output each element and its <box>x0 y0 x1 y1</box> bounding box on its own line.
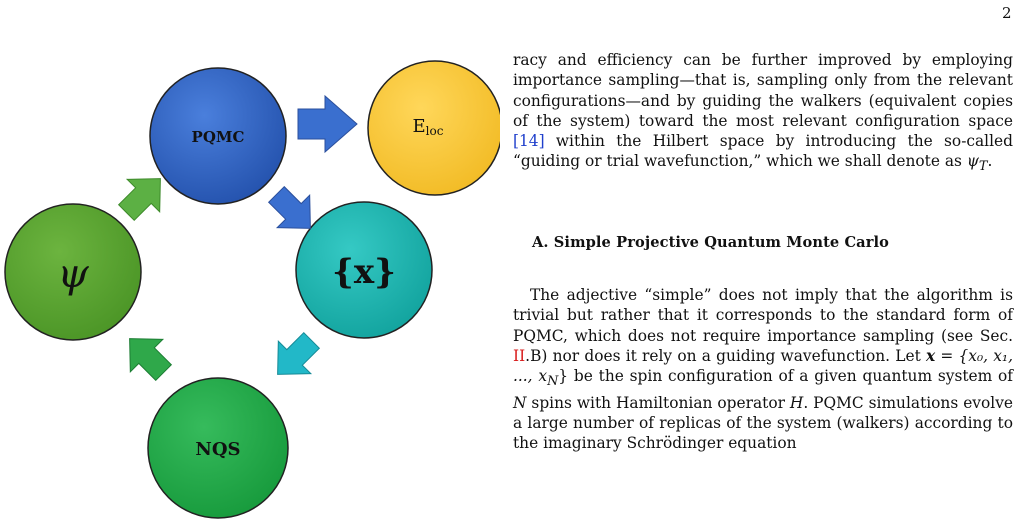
arrow-psi-to-pqmc <box>117 178 161 222</box>
psi-t-subscript: T <box>978 159 988 175</box>
nqs-node <box>147 377 289 519</box>
para2-text-e: . PQMC simulations evolve a large number… <box>513 393 1013 453</box>
eloc-label: Eloc <box>413 116 444 138</box>
symbol-h: H <box>789 393 804 412</box>
spin-config-close: } <box>558 367 569 386</box>
para2-text-d: spins with Hamiltonian operator <box>526 393 790 412</box>
spin-config-x: x <box>925 347 936 366</box>
arrow-pqmc-to-eloc <box>297 94 358 154</box>
section-ref-ii[interactable]: II <box>513 347 526 366</box>
arrow-configs-to-nqs <box>277 331 321 375</box>
pqmc-workflow-diagram: PQMC Eloc {x} NQS ψ <box>4 60 500 519</box>
text-column: racy and efficiency can be further impro… <box>513 50 1013 454</box>
eloc-label-main: E <box>413 116 426 137</box>
page-number: 2 <box>1002 4 1012 22</box>
arrow-nqs-to-psi <box>129 338 173 382</box>
para2-text-b: .B) nor does it rely on a guiding wavefu… <box>525 347 926 366</box>
psi-label: ψ <box>57 251 89 297</box>
spin-config-set: = {x₀, x₁, ..., x <box>513 347 1013 386</box>
configs-label: {x} <box>332 252 396 292</box>
paragraph-simple-pqmc: The adjective “simple” does not imply th… <box>513 285 1013 453</box>
pqmc-label: PQMC <box>192 128 245 146</box>
symbol-n: N <box>513 393 527 412</box>
spin-config-sub-n: N <box>547 374 559 390</box>
configs-node <box>295 201 433 339</box>
pqmc-node <box>149 67 287 205</box>
eloc-label-sub: loc <box>426 124 444 138</box>
para1-end: . <box>987 152 993 171</box>
eloc-node <box>367 60 500 196</box>
arrow-pqmc-to-configs <box>267 185 311 229</box>
para2-text-a: The adjective “simple” does not imply th… <box>513 286 1013 345</box>
paragraph-guiding-wavefunction: racy and efficiency can be further impro… <box>513 50 1013 178</box>
para2-text-c: be the spin configuration of a given qua… <box>568 367 1013 386</box>
nqs-label: NQS <box>195 439 240 460</box>
citation-14[interactable]: [14] <box>513 132 545 151</box>
para1-text-b: within the Hilbert space by introducing … <box>513 132 1013 171</box>
psi-t-symbol: ψ <box>966 152 979 171</box>
para1-text-a: racy and efficiency can be further impro… <box>513 51 1013 130</box>
psi-node <box>4 203 142 341</box>
section-heading: A. Simple Projective Quantum Monte Carlo <box>532 233 890 251</box>
